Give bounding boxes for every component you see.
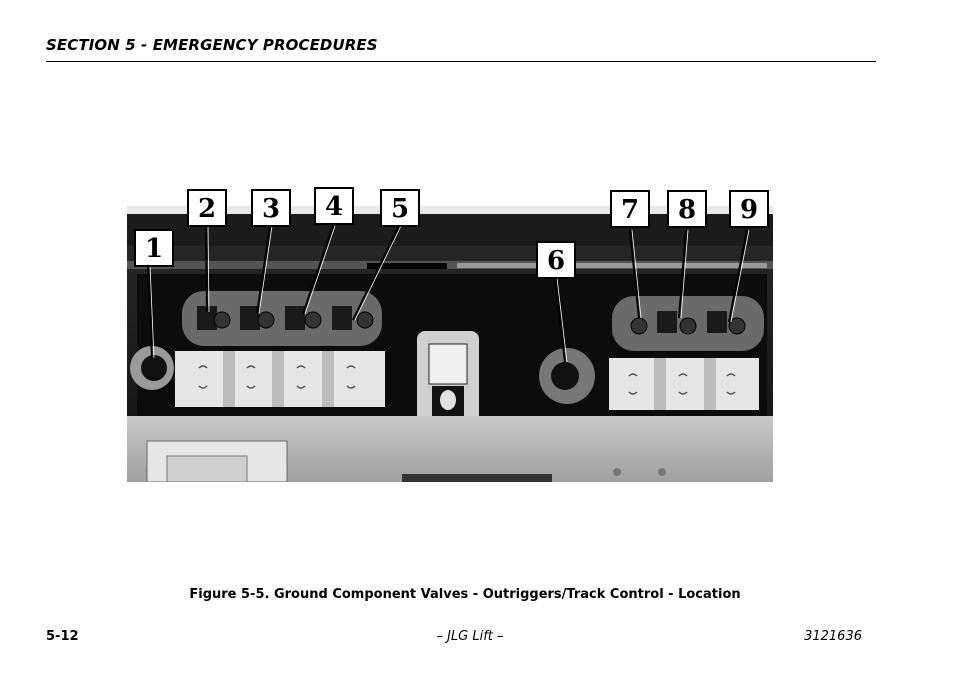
- valve-location-photo: 1 2 3 4 5 6 7 8: [127, 186, 775, 482]
- header-rule: [46, 61, 876, 62]
- document-number: 3121636: [804, 629, 862, 644]
- figure-caption: Figure 5-5. Ground Component Valves - Ou…: [189, 587, 741, 602]
- callout-1: 1: [134, 229, 174, 267]
- callout-7-label: 7: [621, 195, 639, 225]
- callout-3: 3: [251, 189, 291, 227]
- callout-1-label: 1: [145, 234, 163, 264]
- callout-4: 4: [314, 187, 354, 225]
- callout-2-label: 2: [198, 194, 216, 224]
- callout-8: 8: [667, 190, 707, 228]
- footer-brand: – JLG Lift –: [436, 629, 504, 644]
- callout-4-label: 4: [325, 192, 343, 222]
- page-number: 5-12: [46, 629, 79, 644]
- callout-2: 2: [187, 189, 227, 227]
- callout-6-label: 6: [547, 246, 565, 276]
- photo-illustration: 1 2 3 4 5 6 7 8: [127, 187, 773, 482]
- callout-7: 7: [610, 190, 650, 228]
- callout-3-label: 3: [262, 194, 280, 224]
- callout-9: 9: [729, 190, 769, 228]
- callout-9-label: 9: [740, 195, 758, 225]
- callout-8-label: 8: [678, 195, 696, 225]
- section-title: SECTION 5 - EMERGENCY PROCEDURES: [46, 36, 378, 54]
- callout-6: 6: [536, 241, 576, 279]
- callout-5: 5: [380, 189, 420, 227]
- callout-5-label: 5: [391, 194, 409, 224]
